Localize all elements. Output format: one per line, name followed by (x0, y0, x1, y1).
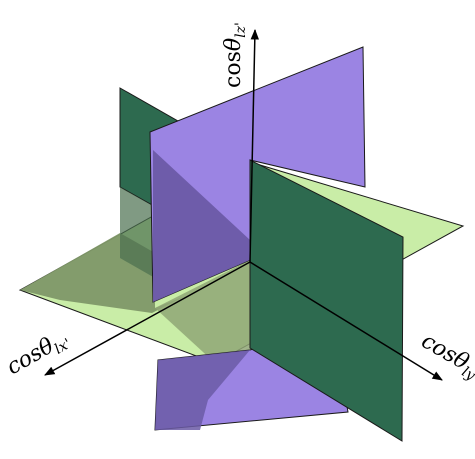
z-axis-label-theta: θ (221, 38, 246, 51)
purple-lower-shadow (155, 350, 250, 430)
dark-green-plane-lower (120, 187, 155, 278)
z-axis-label: cosθlz' (221, 22, 249, 88)
svg-text:cosθlx': cosθlx' (3, 325, 74, 382)
svg-text:cosθlz': cosθlz' (221, 22, 249, 88)
z-axis (249, 28, 259, 263)
x-axis (44, 261, 251, 376)
y-axis (249, 261, 443, 381)
x-axis-label: cosθlx' (3, 325, 74, 382)
x-axis-label-subscript: lx' (52, 336, 74, 358)
svg-text:cosθly': cosθly' (416, 329, 475, 386)
dark-green-plane-front (249, 159, 404, 442)
y-axis-label: cosθly' (416, 329, 475, 386)
z-axis-label-subscript: lz' (233, 22, 249, 38)
z-axis-label-prefix: cos (221, 51, 246, 88)
purple-plane-shadow (153, 150, 250, 302)
